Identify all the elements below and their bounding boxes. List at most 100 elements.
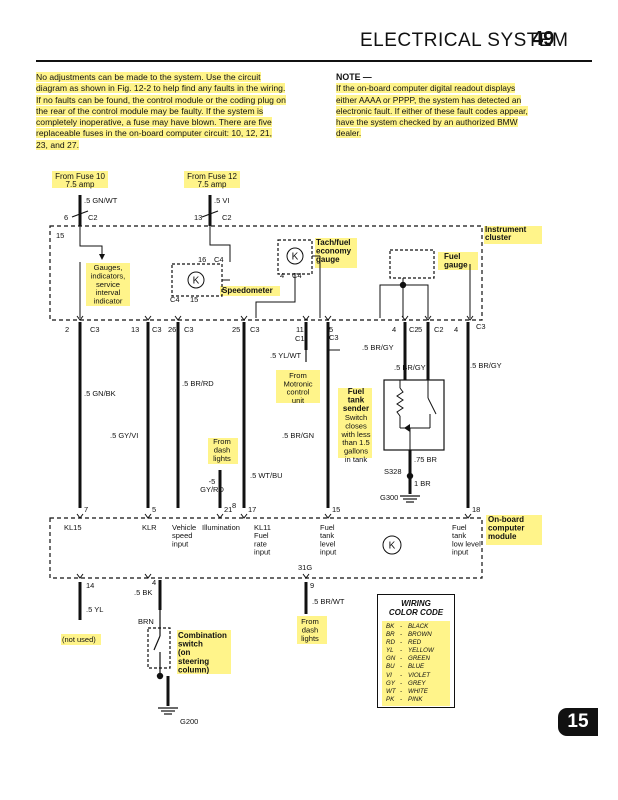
connector-label: C3 <box>90 325 100 334</box>
legend-code: BK <box>386 623 395 630</box>
legend-dash: - <box>400 647 403 655</box>
legend-code: GN <box>386 655 396 663</box>
highlight <box>276 370 320 403</box>
connector <box>466 315 474 321</box>
header-rule <box>36 60 592 62</box>
gauges-indicator-label: indicator <box>94 297 123 306</box>
connector <box>401 315 409 321</box>
connector-label: C2 <box>409 325 419 334</box>
from-motronic-label: control <box>287 388 310 397</box>
pin-label: 11 <box>296 325 304 334</box>
obc-input-label: level <box>320 539 336 548</box>
splice-label: S328 <box>384 467 402 476</box>
fuel-tank-sender-box <box>383 379 445 451</box>
connector <box>76 315 84 321</box>
k-symbol-icon <box>382 535 402 555</box>
k-symbol-icon <box>187 271 205 289</box>
obc-input-label: input <box>452 548 469 557</box>
tach-gauge-label: economy <box>316 246 352 255</box>
pin-label: 2 <box>65 325 69 334</box>
wire-label: .5 BR/RD <box>182 379 214 388</box>
legend-dash: - <box>400 623 403 630</box>
highlight <box>438 252 478 270</box>
connector-label: C2 <box>88 213 98 222</box>
wire-label: .5 BK <box>134 588 152 597</box>
pin-label: 9 <box>310 581 314 590</box>
highlight <box>297 616 327 644</box>
pin-label: 21 <box>224 505 232 514</box>
internal-wire <box>209 226 231 262</box>
connector <box>71 210 89 218</box>
wire-label: GY/RD <box>200 485 224 494</box>
gauges-indicator-label: interval <box>96 288 121 297</box>
legend-color: PINK <box>408 695 423 703</box>
legend-row: WT-WHITE <box>386 688 450 696</box>
obc-input-label: speed <box>172 531 192 540</box>
connector <box>144 513 152 519</box>
sender-switch-label: than 1.5 <box>342 438 369 447</box>
obc-input-label: Fuel <box>254 531 269 540</box>
internal-wire <box>255 274 296 318</box>
combination-switch-label: column) <box>178 665 209 674</box>
legend-row: BR-BROWN <box>386 631 450 639</box>
highlight <box>184 171 240 188</box>
wire-label: .5 YL/WT <box>270 351 302 360</box>
combination-switch-label: (on <box>178 648 191 657</box>
pin-label: 26 <box>168 325 176 334</box>
combination-switch-label: switch <box>178 640 203 649</box>
connector <box>76 513 84 519</box>
k-letter-icon: K <box>389 541 396 552</box>
highlight <box>338 388 372 458</box>
highlight <box>315 238 357 268</box>
from-fuse-10-label: From Fuse 10 <box>55 172 105 181</box>
connector <box>240 513 248 519</box>
wire-label: BRN <box>138 617 154 626</box>
wire-label: .5 BR/GN <box>282 431 314 440</box>
sender-switch-label: in tank <box>345 455 368 464</box>
page-header: ELECTRICAL SYSTEM 49 <box>0 26 618 62</box>
wire-label: .5 GN/BK <box>84 389 116 398</box>
fuel-sender-label: sender <box>343 404 369 413</box>
combination-switch-label: steering <box>178 657 209 666</box>
connector <box>144 573 152 579</box>
legend-title: WIRING COLOR CODE <box>378 599 454 617</box>
obc-module-label: module <box>488 532 517 541</box>
legend-dash: - <box>400 631 403 639</box>
pin-label: 4 <box>454 325 458 334</box>
sender-switch-label: Switch <box>345 413 367 422</box>
sender-switch-label: with less <box>340 430 370 439</box>
legend-title-line: WIRING <box>401 599 431 608</box>
pin-label: 7 <box>84 505 88 514</box>
internal-wire <box>403 284 429 318</box>
highlight <box>61 634 101 645</box>
from-dash-lights-label: dash <box>302 625 318 634</box>
combination-switch-label: Combination <box>178 631 227 640</box>
gauges-indicator-label: Gauges, <box>94 263 123 272</box>
junction-dot <box>156 672 164 680</box>
wire-gnwt-label: .5 GN/WT <box>84 196 118 205</box>
highlight <box>177 630 231 674</box>
highlight <box>86 263 130 306</box>
pin-label: 8 <box>232 501 236 510</box>
body-paragraph: No adjustments can be made to the system… <box>36 72 286 151</box>
wire-label: 1 BR <box>414 479 431 488</box>
legend-code: VI <box>386 671 392 679</box>
pin-label: 15 <box>332 505 340 514</box>
switch-contact <box>153 635 161 651</box>
connector <box>324 513 332 519</box>
connector-label: C3 <box>152 325 162 334</box>
page-number: 49 <box>532 28 555 50</box>
sender-switch-label: gallons <box>344 447 368 456</box>
pin-label: 13 <box>131 325 139 334</box>
connector-label: C3 <box>184 325 194 334</box>
wire-label: -5 <box>209 477 216 486</box>
legend-dash: - <box>400 679 403 687</box>
pin-label: 18 <box>472 505 480 514</box>
pin-label: 5 <box>152 505 156 514</box>
sender-switch-label: closes <box>345 421 367 430</box>
legend-code: PK <box>386 695 395 703</box>
pin-label: 13 <box>194 213 202 222</box>
from-fuse-12-label: 7.5 amp <box>198 180 227 189</box>
legend-dash: - <box>400 671 403 679</box>
